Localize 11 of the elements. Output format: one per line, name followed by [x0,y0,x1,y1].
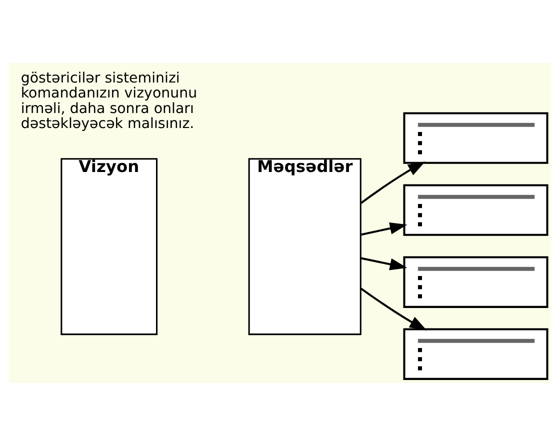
node-box [403,256,548,308]
node-box [403,112,548,164]
node-box: Vizyon [60,158,158,336]
node-box [403,184,548,236]
arrow [360,288,427,331]
node-box [403,328,548,380]
arrow [360,162,426,204]
label: göstəricilər sisteminizi komandanızın vizyonunu irməli, daha sonra onları dəstəkləyəcək malısınız. [20,70,198,132]
arrow [360,222,408,236]
node-box: Məqsədlər [248,158,362,336]
arrow [360,257,408,270]
